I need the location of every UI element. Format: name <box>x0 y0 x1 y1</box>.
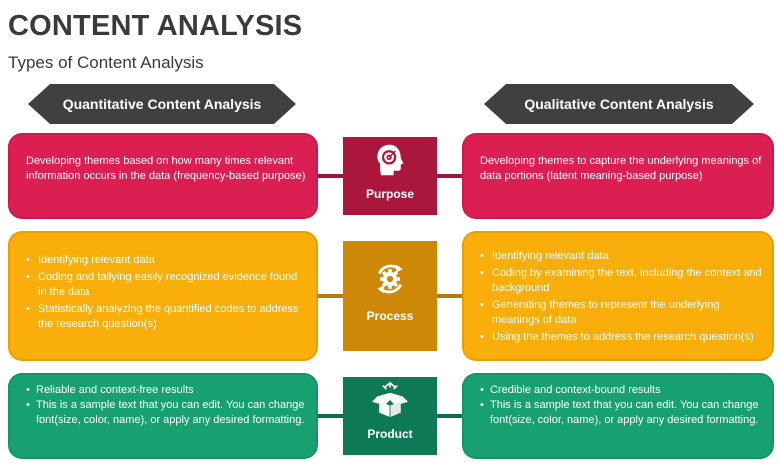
qualitative-process-box: Identifying relevant data Coding by exam… <box>462 231 774 361</box>
process-node: Process <box>343 241 437 351</box>
list-item: Coding by examining the text, including … <box>480 266 762 296</box>
quantitative-purpose-text: Developing themes based on how many time… <box>26 155 306 182</box>
list-item: Credible and context-bound results <box>480 383 762 398</box>
quantitative-purpose-box: Developing themes based on how many time… <box>8 133 318 219</box>
qualitative-product-box: Credible and context-bound results This … <box>462 373 774 459</box>
list-item: Using the themes to address the research… <box>480 330 762 345</box>
list-item: This is a sample text that you can edit.… <box>480 398 762 428</box>
qualitative-product-list: Credible and context-bound results This … <box>480 383 762 428</box>
purpose-label: Purpose <box>365 187 414 201</box>
quantitative-product-list: Reliable and context-free results This i… <box>26 383 306 428</box>
list-item: Statistically analyzing the quantified c… <box>26 302 306 332</box>
gear-arrows-icon <box>377 264 403 294</box>
quantitative-product-box: Reliable and context-free results This i… <box>8 373 318 459</box>
qualitative-purpose-box: Developing themes to capture the underly… <box>462 133 774 219</box>
purpose-node: Purpose <box>343 137 437 215</box>
list-item: Identifying relevant data <box>26 253 306 268</box>
qualitative-header-label: Qualitative Content Analysis <box>524 96 714 112</box>
list-item: Coding and tallying easily recognized ev… <box>26 270 306 300</box>
open-box-icon <box>372 382 408 418</box>
list-item: Reliable and context-free results <box>26 383 306 398</box>
list-item: Identifying relevant data <box>480 249 762 264</box>
quantitative-process-list: Identifying relevant data Coding and tal… <box>26 253 306 332</box>
list-item: This is a sample text that you can edit.… <box>26 398 306 428</box>
list-item: Generating themes to represent the under… <box>480 298 762 328</box>
quantitative-header-label: Quantitative Content Analysis <box>62 96 262 112</box>
page-subtitle: Types of Content Analysis <box>8 53 204 72</box>
quantitative-process-box: Identifying relevant data Coding and tal… <box>8 231 318 361</box>
process-label: Process <box>366 309 414 323</box>
product-node: Product <box>343 377 437 455</box>
qualitative-purpose-text: Developing themes to capture the underly… <box>480 155 762 182</box>
page-title: CONTENT ANALYSIS <box>8 10 303 42</box>
qualitative-process-list: Identifying relevant data Coding by exam… <box>480 249 762 345</box>
qualitative-header: Qualitative Content Analysis <box>484 84 754 124</box>
target-head-icon <box>377 144 404 176</box>
product-label: Product <box>367 427 413 441</box>
quantitative-header: Quantitative Content Analysis <box>28 84 296 124</box>
